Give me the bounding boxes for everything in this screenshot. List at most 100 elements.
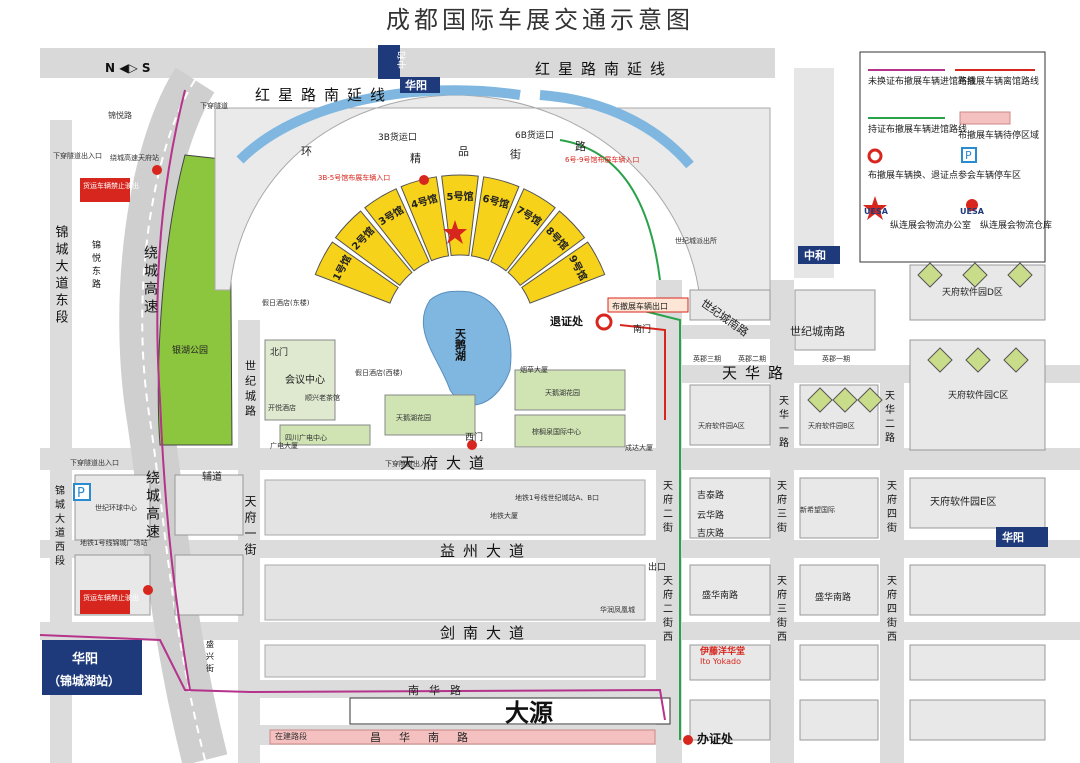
gate-6b-label: 6B货运口 (515, 129, 554, 141)
legend-star-label: 纵连展会物流办公室 (890, 219, 971, 231)
huayang-station-line2: （锦城湖站） (48, 673, 120, 688)
truck-ban-sign-2 (80, 590, 130, 614)
park-diamond (927, 347, 953, 373)
tiane-garden-label-2: 天鹅湖花园 (545, 388, 580, 397)
legend-green-label: 持证布撤展车辆进馆路线 (868, 123, 967, 135)
parking-letter: P (77, 486, 85, 501)
block-sh-2 (799, 564, 879, 616)
green-route (639, 309, 681, 740)
legend-dot-icon (966, 199, 978, 211)
park-diamond (965, 347, 991, 373)
jie-label: 街 (510, 147, 521, 161)
jinyue-road-label: 锦悦路 (108, 110, 132, 120)
park-diamond (962, 262, 988, 288)
office-marker-icon (683, 735, 693, 745)
block-se-4 (909, 644, 1046, 681)
block-se-3 (799, 699, 879, 741)
vertical-road-label: 天府三街 (775, 480, 787, 536)
shiji-south-road (660, 325, 790, 339)
yancao-label: 烟草大厦 (520, 365, 548, 374)
tianfu-2nd-street (770, 280, 794, 763)
yingjun-3-label: 英郡三期 (693, 354, 721, 363)
hall-8 (507, 210, 586, 287)
ito-yokado-label: 伊藤洋华堂 (699, 645, 745, 657)
vertical-road-label: 天华二路 (883, 390, 895, 446)
zhonghe-sign-right (798, 246, 840, 264)
north-gate-label: 北门 (270, 346, 288, 358)
legend-uesa-2: UESA (960, 207, 985, 216)
west-block-2 (174, 554, 244, 616)
jing-label: 精 (410, 152, 421, 165)
tianfu-avenue (40, 448, 1080, 470)
west-gate-marker-icon (467, 440, 477, 450)
software-a-label: 天府软件园A区 (698, 421, 745, 430)
jiqing-label: 吉庆路 (697, 527, 724, 539)
purple-route (39, 634, 666, 721)
hongxing-label-left: 红星路南延线 (255, 86, 393, 104)
yizhou-avenue (40, 540, 1080, 558)
vertical-road-label: 天府四街西 (885, 575, 897, 645)
jiannan-avenue (40, 622, 1080, 640)
construction-label: 在建路段 (275, 731, 307, 741)
office-label: 办证处 (697, 731, 734, 746)
water-channel-right (539, 90, 694, 169)
legend-dot-label: 纵连展会物流仓库 (980, 219, 1052, 231)
underpass-3-label: 下穿隧道出入口 (385, 459, 434, 468)
truck-ban-label-2: 货运车辆禁止驶出 (83, 593, 139, 602)
legend-circle-label: 布撤展车辆换、退证点 (868, 169, 958, 181)
shiji-road (238, 320, 260, 763)
guangdian-label: 广电大厦 (270, 441, 298, 450)
block-se-5 (909, 699, 1046, 741)
huan-label: 环 (301, 145, 312, 158)
software-c-label: 天府软件园C区 (948, 389, 1008, 401)
global-center-label: 世纪环球中心 (95, 503, 137, 512)
teahouse-label: 顺兴老茶馆 (305, 393, 340, 402)
raocheng-gateway-label: 绕城高速天府站 (110, 153, 159, 162)
waiting-area (269, 729, 656, 745)
hall-6 (470, 176, 520, 262)
park-diamond (917, 262, 943, 288)
zhonghe-top-label: 中和 (396, 51, 408, 69)
vertical-road-label: 盛兴街 (206, 639, 215, 676)
tiane-lake (422, 290, 512, 406)
hall-2 (334, 210, 413, 287)
hall-label-5: 5号馆 (447, 190, 474, 203)
purple-route-2 (156, 89, 191, 691)
warehouse-dot-icon (419, 175, 429, 185)
yingjun-1-label: 英郡一期 (822, 354, 850, 363)
zhonghe-right-label: 中和 (804, 248, 826, 262)
exit-label-2: 出口 (648, 561, 666, 573)
conference-label: 会议中心 (285, 373, 325, 386)
software-a-block (689, 384, 771, 446)
vertical-road-label: 绕城高速 (144, 470, 160, 542)
park-diamond (1003, 347, 1029, 373)
shiji-south-label-1: 世纪城南路 (790, 325, 845, 338)
huayang-top-label: 华阳 (405, 78, 427, 92)
park-diamond (857, 387, 883, 413)
truck-ban-sign-1 (80, 178, 130, 202)
truck-ban-label-1: 货运车辆禁止驶出 (83, 181, 139, 190)
legend-purple-label: 未换证布撤展车辆进馆路线 (868, 75, 976, 87)
new-hope-label: 新希望国际 (800, 505, 835, 514)
park-diamond (832, 387, 858, 413)
huayang-right-label: 华阳 (1002, 530, 1024, 544)
vertical-road-label: 天府二街 (661, 480, 673, 536)
exit-label: 布撤展车辆出口 (612, 301, 668, 311)
new-hope-block (799, 477, 879, 539)
return-cert-point-icon (595, 313, 613, 331)
hall-1 (314, 241, 399, 304)
software-e-label: 天府软件园E区 (930, 495, 996, 508)
software-e-block (909, 477, 1046, 529)
block-se-2 (799, 644, 879, 681)
legend-parking-letter: P (965, 149, 972, 162)
huayang-station-line1: 华阳 (72, 651, 98, 667)
vertical-road-label: 锦城大道东段 (53, 225, 69, 327)
legend-uesa-1: UESA (864, 207, 889, 216)
compass-label: N ◀▷ S (105, 61, 151, 75)
hualun-label: 华润凤凰城 (600, 605, 635, 614)
no-entry-icon-2 (143, 585, 153, 595)
lu-label: 路 (575, 140, 586, 153)
gate-3b-label: 3B货运口 (378, 131, 417, 143)
